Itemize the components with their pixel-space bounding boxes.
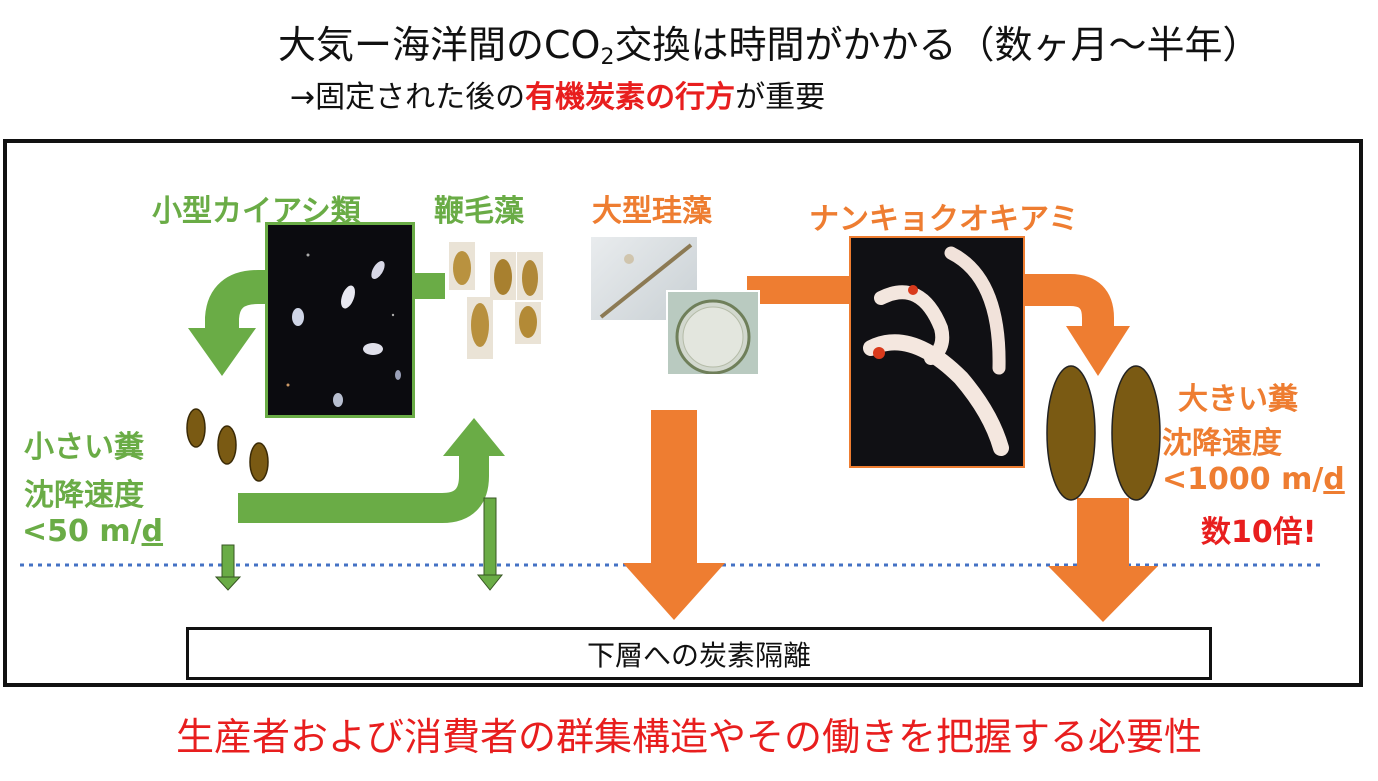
thin-green-arrow-2-shaft	[483, 497, 497, 576]
green-curved-arrow-bottom	[238, 452, 489, 523]
label-diatom: 大型珪藻	[592, 194, 712, 229]
subtitle-highlight: 有機炭素の行方	[525, 80, 736, 115]
small-fecal-pellet-2	[217, 425, 237, 465]
large-fecal-pellet-1	[1046, 365, 1096, 501]
subtitle-post: が重要	[735, 80, 826, 115]
thin-green-arrow-1-head	[214, 576, 242, 591]
carbon-sequestration-label: 下層への炭素隔離	[586, 638, 811, 672]
green-arrowhead-left	[188, 328, 256, 376]
large-feces-label: 大きい糞	[1178, 382, 1298, 417]
title-post: 交換は時間がかかる（数ヶ月〜半年）	[614, 23, 1261, 67]
large-feces-speed-unit: d	[1323, 462, 1345, 497]
small-feces-speed-unit: d	[141, 514, 164, 549]
title-pre: 大気ー海洋間のCO	[278, 23, 601, 67]
krill-photo	[849, 236, 1025, 468]
small-feces-speed-number: <50 m/	[22, 514, 142, 549]
conclusion-text: 生産者および消費者の群集構造やその働きを把握する必要性	[175, 715, 1202, 759]
orange-arrow-feces-shaft	[1077, 498, 1129, 568]
page-title: 大気ー海洋間のCO2交換は時間がかかる（数ヶ月〜半年）	[278, 14, 1260, 70]
label-flagellate: 鞭毛藻	[434, 194, 524, 229]
diatom-photo-centric	[666, 290, 760, 376]
large-feces-speed-label: 沈降速度	[1162, 426, 1282, 461]
small-feces-label: 小さい糞	[24, 430, 144, 465]
small-fecal-pellet-1	[186, 408, 206, 448]
orange-connector	[747, 276, 851, 304]
orange-arrow-feces-head	[1048, 566, 1158, 622]
orange-arrow-diatom-shaft	[651, 410, 697, 565]
large-feces-speed-value: <1000 m/d	[1162, 462, 1345, 497]
small-feces-speed-value: <50 m/d	[22, 514, 163, 549]
small-feces-speed-label: 沈降速度	[24, 478, 144, 513]
flagellate-photo	[447, 240, 543, 360]
green-connector	[413, 273, 445, 299]
thin-green-arrow-1-shaft	[221, 544, 235, 578]
carbon-sequestration-box: 下層への炭素隔離	[186, 627, 1212, 680]
large-feces-speed-number: <1000 m/	[1162, 462, 1324, 497]
orange-arrow-diatom-head	[623, 563, 725, 620]
thin-green-arrow-2-head	[476, 574, 504, 591]
subtitle-pre: →固定された後の	[290, 80, 526, 115]
label-copepod: 小型カイアシ類	[152, 194, 361, 229]
copepod-photo	[265, 222, 415, 418]
orange-curved-arrow	[1023, 274, 1114, 330]
label-krill: ナンキョクオキアミ	[809, 202, 1079, 237]
orange-arrowhead-krill	[1066, 326, 1130, 376]
green-curved-arrow-left	[205, 270, 268, 330]
green-arrowhead-up	[443, 418, 505, 456]
diagram-frame	[3, 139, 1363, 687]
title-subscript: 2	[600, 45, 615, 70]
small-fecal-pellet-3	[249, 442, 269, 482]
large-fecal-pellet-2	[1111, 365, 1161, 501]
large-feces-comparison: 数10倍!	[1201, 515, 1317, 550]
page-subtitle: →固定された後の有機炭素の行方が重要	[290, 72, 825, 116]
